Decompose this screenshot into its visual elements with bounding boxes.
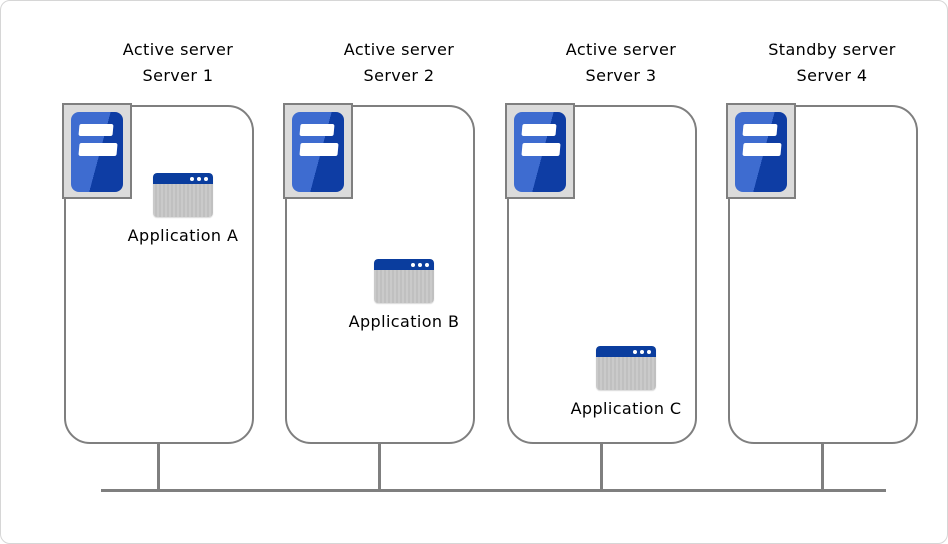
server-drive-bar (78, 143, 118, 156)
network-connector-line (157, 444, 160, 491)
server-column-1: Active server Server 1 Application A (62, 1, 254, 543)
server-column-4: Standby server Server 4 (726, 1, 918, 543)
server-header: Active server Server 2 (304, 37, 494, 89)
server-drive-bar (742, 124, 778, 136)
server-drive-bar (521, 124, 557, 136)
server-name-label: Server 4 (796, 66, 868, 85)
application-window-icon (596, 346, 656, 390)
server-tower-icon (514, 112, 566, 192)
window-titlebar (374, 259, 434, 270)
application-label: Application B (348, 312, 460, 331)
application-label: Application A (127, 226, 239, 245)
server-drive-bar (742, 143, 782, 156)
window-dot-icon (197, 176, 201, 181)
application-group: Application B (309, 259, 499, 332)
server-drive-bar (78, 124, 114, 136)
network-connector-line (821, 444, 824, 491)
window-dot-icon (425, 262, 429, 267)
window-dot-icon (418, 262, 422, 267)
server-role-label: Active server (122, 40, 234, 59)
server-box (728, 105, 918, 444)
server-name-label: Server 2 (363, 66, 435, 85)
network-connector-line (600, 444, 603, 491)
server-name-label: Server 3 (585, 66, 657, 85)
server-column-2: Active server Server 2 Application B (283, 1, 475, 543)
application-label: Application C (570, 399, 682, 418)
window-titlebar (596, 346, 656, 357)
server-role-label: Active server (565, 40, 677, 59)
network-bus-line (101, 489, 886, 492)
server-column-3: Active server Server 3 Application C (505, 1, 697, 543)
window-dot-icon (633, 349, 637, 354)
server-tower-icon (292, 112, 344, 192)
server-role-label: Active server (343, 40, 455, 59)
server-icon-frame (505, 103, 575, 199)
server-tower-icon (735, 112, 787, 192)
server-header: Active server Server 1 (83, 37, 273, 89)
application-group: Application A (88, 173, 278, 246)
server-drive-bar (299, 143, 339, 156)
application-window-icon (153, 173, 213, 217)
application-group: Application C (531, 346, 721, 419)
server-name-label: Server 1 (142, 66, 214, 85)
network-connector-line (378, 444, 381, 491)
application-window-icon (374, 259, 434, 303)
window-dot-icon (204, 176, 208, 181)
window-titlebar (153, 173, 213, 184)
server-drive-bar (521, 143, 561, 156)
server-drive-bar (299, 124, 335, 136)
server-tower-icon (71, 112, 123, 192)
server-header: Active server Server 3 (526, 37, 716, 89)
server-icon-frame (283, 103, 353, 199)
window-dot-icon (647, 349, 651, 354)
server-icon-frame (62, 103, 132, 199)
window-dot-icon (190, 176, 194, 181)
window-dot-icon (411, 262, 415, 267)
server-icon-frame (726, 103, 796, 199)
window-dot-icon (640, 349, 644, 354)
server-header: Standby server Server 4 (737, 37, 927, 89)
server-role-label: Standby server (768, 40, 896, 59)
